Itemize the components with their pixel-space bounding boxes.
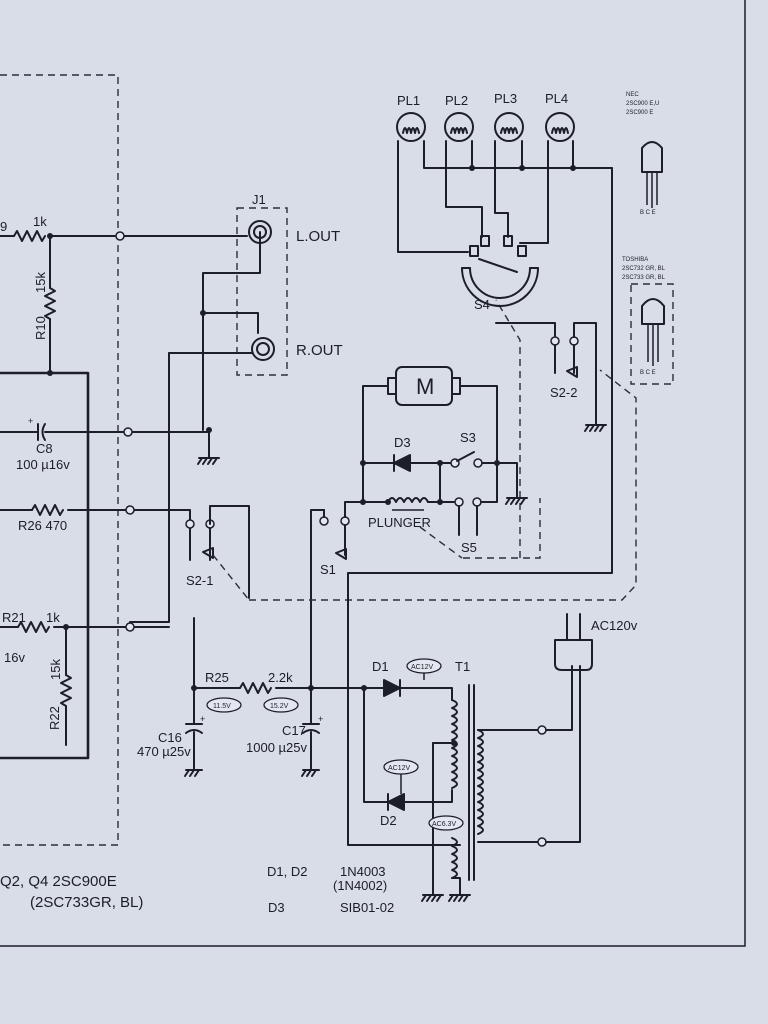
nec-line2: 2SC900 E: [626, 110, 653, 116]
toshiba-title: TOSHIBA: [622, 257, 648, 263]
nec-pins: B C E: [640, 210, 656, 216]
s2-1-switch: S2-1: [185, 505, 250, 601]
s2-2-label: S2-2: [550, 385, 577, 400]
r10-label: R10: [33, 316, 48, 340]
ac12v-top: AC12V: [411, 664, 434, 671]
toshiba-pins: B C E: [640, 370, 656, 376]
d3-note-label: D3: [268, 900, 285, 915]
s1-label: S1: [320, 562, 336, 577]
r26-resistor: R26 470: [0, 504, 191, 561]
toshiba-line1: 2SC732 GR, BL: [622, 266, 666, 272]
d2-label: D2: [380, 813, 397, 828]
pl3-label: PL3: [494, 91, 517, 106]
voltage-15-2v: 15.2V: [270, 703, 289, 710]
d1-label: D1: [372, 659, 389, 674]
nec-title: NEC: [626, 92, 639, 98]
d1-d2-note-value: 1N4003: [340, 864, 386, 879]
t1-label: T1: [455, 659, 470, 674]
d3-note-value: SIB01-02: [340, 900, 394, 915]
r9-value-label: 1k: [33, 214, 47, 229]
r-out-label: R.OUT: [296, 342, 343, 359]
r25-label: R25: [205, 670, 229, 685]
motor-plunger-circuit: M D3 S3 PLUNGER S5: [360, 366, 528, 555]
r21-value-label: 1k: [46, 610, 60, 625]
toshiba-line2: 2SC733 GR, BL: [622, 275, 666, 281]
d1-d2-note-label: D1, D2: [267, 864, 307, 879]
switch-linkage-dashed: [249, 299, 637, 601]
s5-label: S5: [461, 540, 477, 555]
c8-capacitor: + C8 100 µ16v: [0, 416, 220, 472]
r26-label: R26 470: [18, 518, 67, 533]
s2-2-switch: S2-2: [495, 322, 607, 432]
nec-line1: 2SC900 E,U: [626, 101, 659, 107]
amplifier-board-outline: [0, 371, 90, 760]
transistor-pinouts: NEC 2SC900 E,U 2SC900 E B C E TOSHIBA 2S…: [622, 92, 674, 385]
s3-label: S3: [460, 430, 476, 445]
plunger-label: PLUNGER: [368, 515, 431, 530]
r25-value-label: 2.2k: [268, 670, 293, 685]
c16-value: 470 µ25v: [137, 744, 191, 759]
parts-notes: Q2, Q4 2SC900E (2SC733GR, BL) D1, D2 1N4…: [0, 864, 394, 915]
c17-plus: +: [318, 714, 323, 724]
j1-output-jack: J1 L.OUT R.OUT: [129, 192, 343, 623]
ac12v-mid: AC12V: [388, 765, 411, 772]
r21-label: R21: [2, 610, 26, 625]
d1-d2-note-alt: (1N4002): [333, 878, 387, 893]
page-border: [0, 0, 746, 947]
c17-label: C17: [282, 723, 306, 738]
c16-plus: +: [200, 714, 205, 724]
r10-value-label: 15k: [33, 272, 48, 293]
voltage-16v-label: 16v: [4, 650, 25, 665]
r9-label: 9: [0, 219, 7, 234]
ac6-3v: AC6.3V: [432, 821, 456, 828]
pl1-label: PL1: [397, 93, 420, 108]
s4-label: S4: [474, 297, 490, 312]
filter-network: R25 2.2k 11.5V 15.2V + + C16 470 µ25v C1…: [137, 509, 377, 777]
r22-value-label: 15k: [48, 659, 63, 680]
c8-label: C8: [36, 441, 53, 456]
d3-label: D3: [394, 435, 411, 450]
c8-value: 100 µ16v: [16, 457, 70, 472]
s2-1-label: S2-1: [186, 573, 213, 588]
s4-rotary-switch: S4: [461, 235, 539, 312]
c8-plus: +: [28, 416, 33, 426]
ac120v-label: AC120v: [591, 618, 638, 633]
r22-label: R22: [47, 706, 62, 730]
c17-value: 1000 µ25v: [246, 740, 307, 755]
s1-switch: S1: [319, 501, 366, 577]
motor-label: M: [416, 374, 434, 399]
output-resistor-network: 9 1k 15k R10: [0, 214, 248, 376]
j1-label: J1: [252, 192, 266, 207]
c16-label: C16: [158, 730, 182, 745]
l-out-label: L.OUT: [296, 228, 340, 245]
voltage-11-5v: 11.5V: [213, 703, 231, 710]
r21-r22-network: R21 1k 16v 15k R22: [0, 610, 170, 746]
transistor-note-line2: (2SC733GR, BL): [30, 894, 143, 911]
pl4-label: PL4: [545, 91, 568, 106]
transistor-note-line1: Q2, Q4 2SC900E: [0, 873, 117, 890]
power-supply: AC120v D1 D2 T1 AC12V AC12V AC6.3V: [361, 613, 638, 902]
pl2-label: PL2: [445, 93, 468, 108]
pilot-lamps: PL1 PL2 PL3 PL4: [347, 91, 613, 846]
